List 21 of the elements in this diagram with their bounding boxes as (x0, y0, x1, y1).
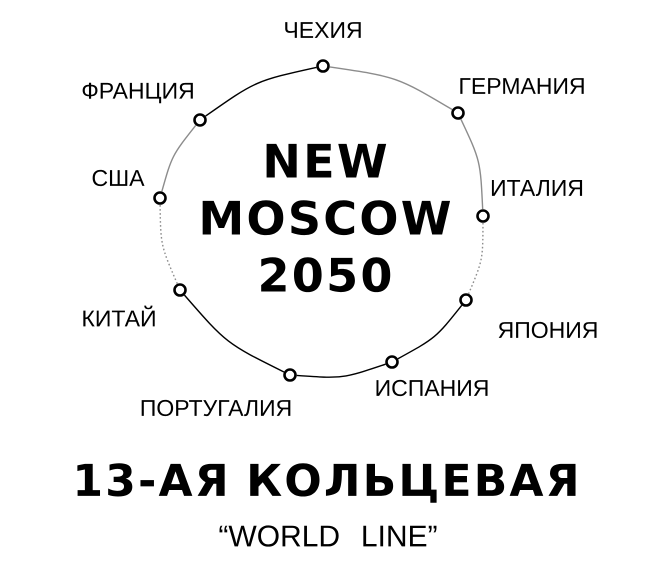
ring-line (161, 124, 196, 192)
station-label: ЧЕХИЯ (285, 22, 361, 38)
station-label: ИСПАНИЯ (376, 380, 488, 396)
ring-line (205, 66, 317, 117)
station-label: ПОРТУГАЛИЯ (142, 400, 290, 416)
ring-line (159, 204, 178, 284)
station-label: ЯПОНИЯ (498, 322, 597, 338)
ring-line (468, 222, 484, 294)
line-title: 13-АЯ КОЛЬЦЕВАЯ (77, 463, 576, 503)
station-label: США (92, 170, 144, 186)
station-label: ИТАЛИЯ (492, 180, 582, 196)
ring-line (184, 294, 284, 373)
ring-line (460, 118, 484, 210)
ring-line (330, 66, 453, 110)
ring-line (296, 364, 386, 378)
station-label: КИТАЙ (83, 306, 155, 326)
city-title: NEW MOSCOW 2050 (202, 144, 450, 292)
station-label: ФРАНЦИЯ (82, 82, 193, 104)
station-label: ГЕРМАНИЯ (460, 78, 584, 94)
ring-line (398, 304, 462, 360)
subtitle: “WORLD LINE” (220, 525, 436, 547)
